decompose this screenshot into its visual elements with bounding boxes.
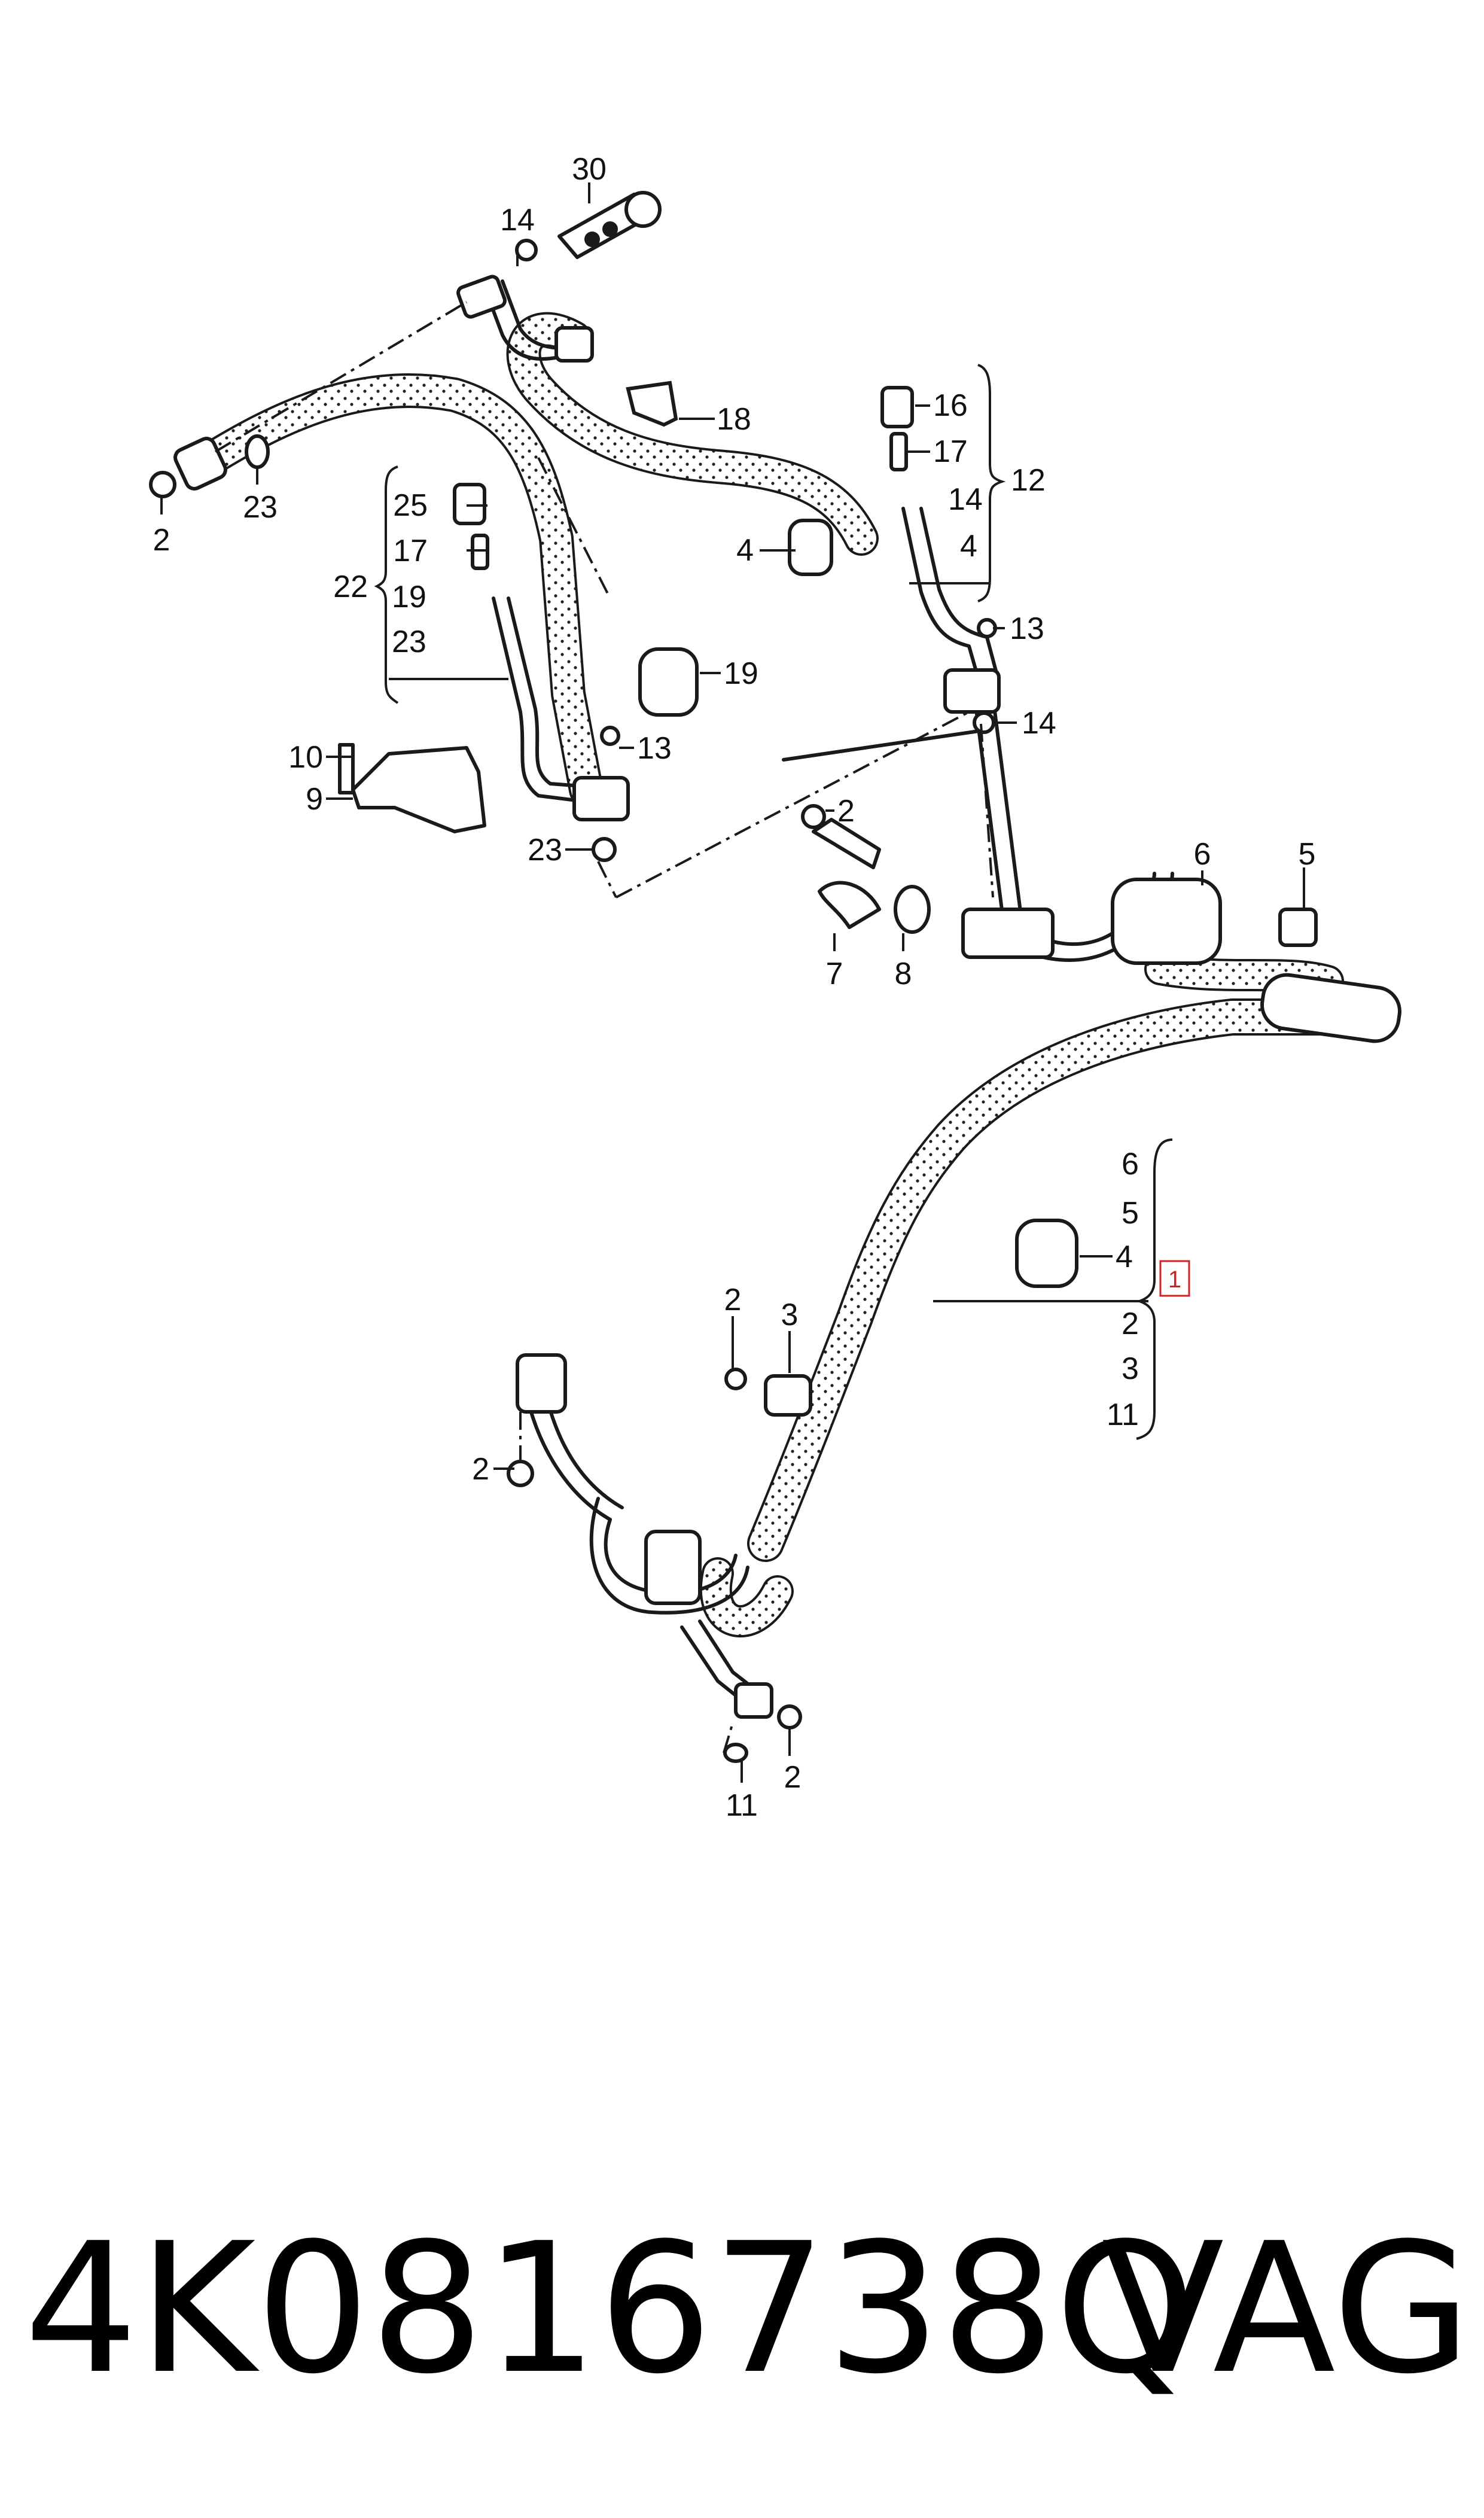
callout-13-right: 13 <box>1010 611 1044 646</box>
group-1-item-4: 4 <box>1116 1240 1133 1274</box>
callout-13-left: 13 <box>637 731 672 766</box>
dash-dot-lines <box>214 301 994 1753</box>
part-number: 4K0816738Q <box>24 2205 1196 2413</box>
callout-2-lower: 2 <box>724 1283 742 1317</box>
service-valve-caps-icon <box>453 386 914 570</box>
callout-23-group: 23 <box>392 625 426 659</box>
callout-9: 9 <box>306 782 323 817</box>
callout-8: 8 <box>895 957 912 991</box>
callout-14-lower: 14 <box>1022 706 1056 741</box>
foam-sleeves-icon <box>638 519 1078 1288</box>
callout-5-top: 5 <box>1299 837 1316 872</box>
callout-2-bottom: 2 <box>784 1760 802 1795</box>
mount-bracket-7-icon <box>812 818 881 929</box>
callout-22: 22 <box>333 570 368 604</box>
hose-fittings <box>173 275 1401 1719</box>
callout-1-highlight <box>1159 1260 1190 1297</box>
brand-label: VAG <box>1101 2205 1471 2413</box>
callout-labels: 30 14 18 2 23 16 17 14 4 12 4 13 14 25 1… <box>153 152 1316 1823</box>
group-1-item-11: 11 <box>1107 1397 1139 1432</box>
callout-14-top: 14 <box>500 203 535 238</box>
callout-17-right: 17 <box>933 434 968 469</box>
callout-23-lower: 23 <box>528 833 562 867</box>
group-1-item-2: 2 <box>1122 1307 1139 1341</box>
nuts-and-seals-icon <box>149 239 997 1763</box>
callout-19: 19 <box>724 656 758 691</box>
callout-4-right-group: 4 <box>960 529 977 564</box>
callout-30: 30 <box>572 152 607 187</box>
clamp-18-icon <box>626 380 678 427</box>
callout-17-left: 17 <box>393 534 428 568</box>
expansion-valve-icon <box>557 191 662 259</box>
ac-line-exploded-diagram: 30 14 18 2 23 16 17 14 4 12 4 13 14 25 1… <box>149 152 1401 1823</box>
group-1-item-6: 6 <box>1122 1147 1139 1182</box>
group-1-item-3: 3 <box>1122 1351 1139 1386</box>
grommet-8-icon <box>894 885 931 934</box>
main-suction-hose <box>747 998 1400 1562</box>
callout-11-bottom: 11 <box>726 1788 758 1823</box>
callout-23-left: 23 <box>243 490 278 525</box>
part-id-caption: 4K0816738Q VAG <box>24 2202 1471 2417</box>
bracket-9-icon <box>338 743 486 833</box>
callout-14-right: 14 <box>948 482 983 517</box>
upper-loop-hose <box>506 312 879 556</box>
callout-6-top: 6 <box>1194 837 1211 872</box>
callout-7: 7 <box>826 957 843 991</box>
upper-left-hose <box>186 373 604 807</box>
clamp-3-icon <box>764 1374 812 1417</box>
callout-16: 16 <box>933 388 968 423</box>
callout-25: 25 <box>393 488 428 523</box>
callout-2-bottom-left: 2 <box>472 1452 489 1487</box>
callout-12: 12 <box>1011 463 1046 498</box>
callout-4-hose: 4 <box>736 533 754 568</box>
callout-1: 1 <box>1168 1266 1181 1293</box>
leader-lines <box>160 182 1305 1783</box>
callout-3-lower: 3 <box>781 1298 799 1332</box>
callout-2-mid: 2 <box>837 794 855 829</box>
callout-18: 18 <box>717 402 751 437</box>
callout-19-group: 19 <box>392 580 426 614</box>
group-1-item-5: 5 <box>1122 1196 1139 1231</box>
callout-2-left: 2 <box>153 523 170 558</box>
clip-5-icon <box>1278 908 1318 947</box>
callout-10: 10 <box>288 740 323 775</box>
